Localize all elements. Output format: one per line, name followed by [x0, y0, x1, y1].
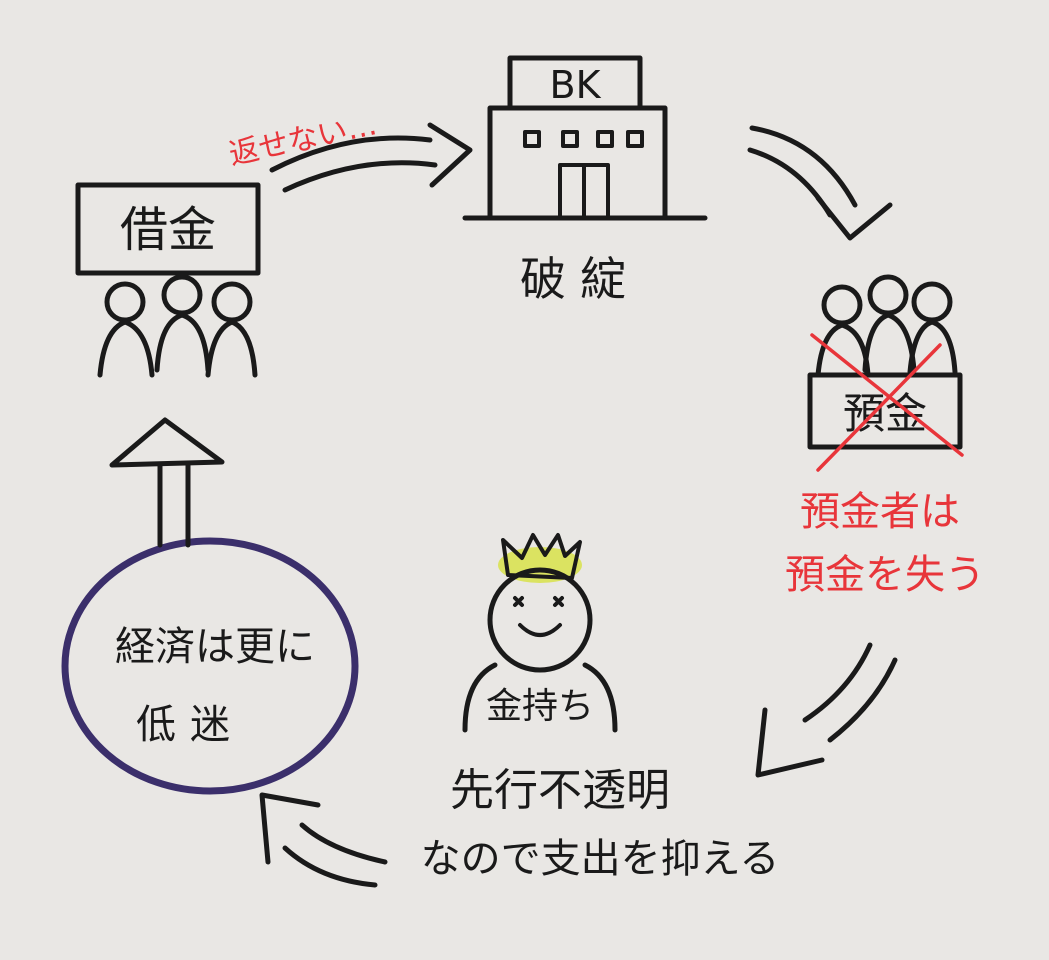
arrow-to-economy-icon	[259, 792, 388, 888]
cross-out-icon	[810, 333, 964, 472]
borrower-people-icon	[97, 274, 258, 378]
economy-oval	[61, 537, 359, 795]
depositor-people-icon	[815, 274, 958, 378]
loan-box	[75, 182, 261, 276]
arrow-to-bank-icon	[269, 122, 473, 193]
depositors-group: 預金	[807, 274, 964, 472]
depositor-loss-line1: 預金者は	[800, 489, 960, 535]
arrow-to-uncertainty-icon	[755, 642, 898, 778]
economy-line1: 経済は更に	[115, 624, 315, 670]
bank-sign: BK	[550, 63, 602, 107]
depositor-loss-line2: 預金を失う	[785, 552, 985, 598]
rich-label: 金持ち	[486, 686, 594, 727]
uncertainty-line1: 先行不透明	[450, 765, 670, 816]
bank-building-icon: BK	[462, 55, 708, 221]
loan-label: 借金	[120, 202, 216, 258]
uncertainty-line2: なので支出を抑える	[421, 836, 780, 882]
borrowers-group: 借金	[75, 182, 261, 378]
arrow-to-depositors-icon	[747, 125, 893, 241]
deposit-box	[807, 372, 963, 450]
bankruptcy-label: 破綻	[520, 252, 640, 306]
economy-line2: 低迷	[136, 702, 244, 748]
arrow-to-borrowers-icon	[109, 417, 225, 548]
rich-person-icon: 金持ち	[462, 533, 618, 733]
